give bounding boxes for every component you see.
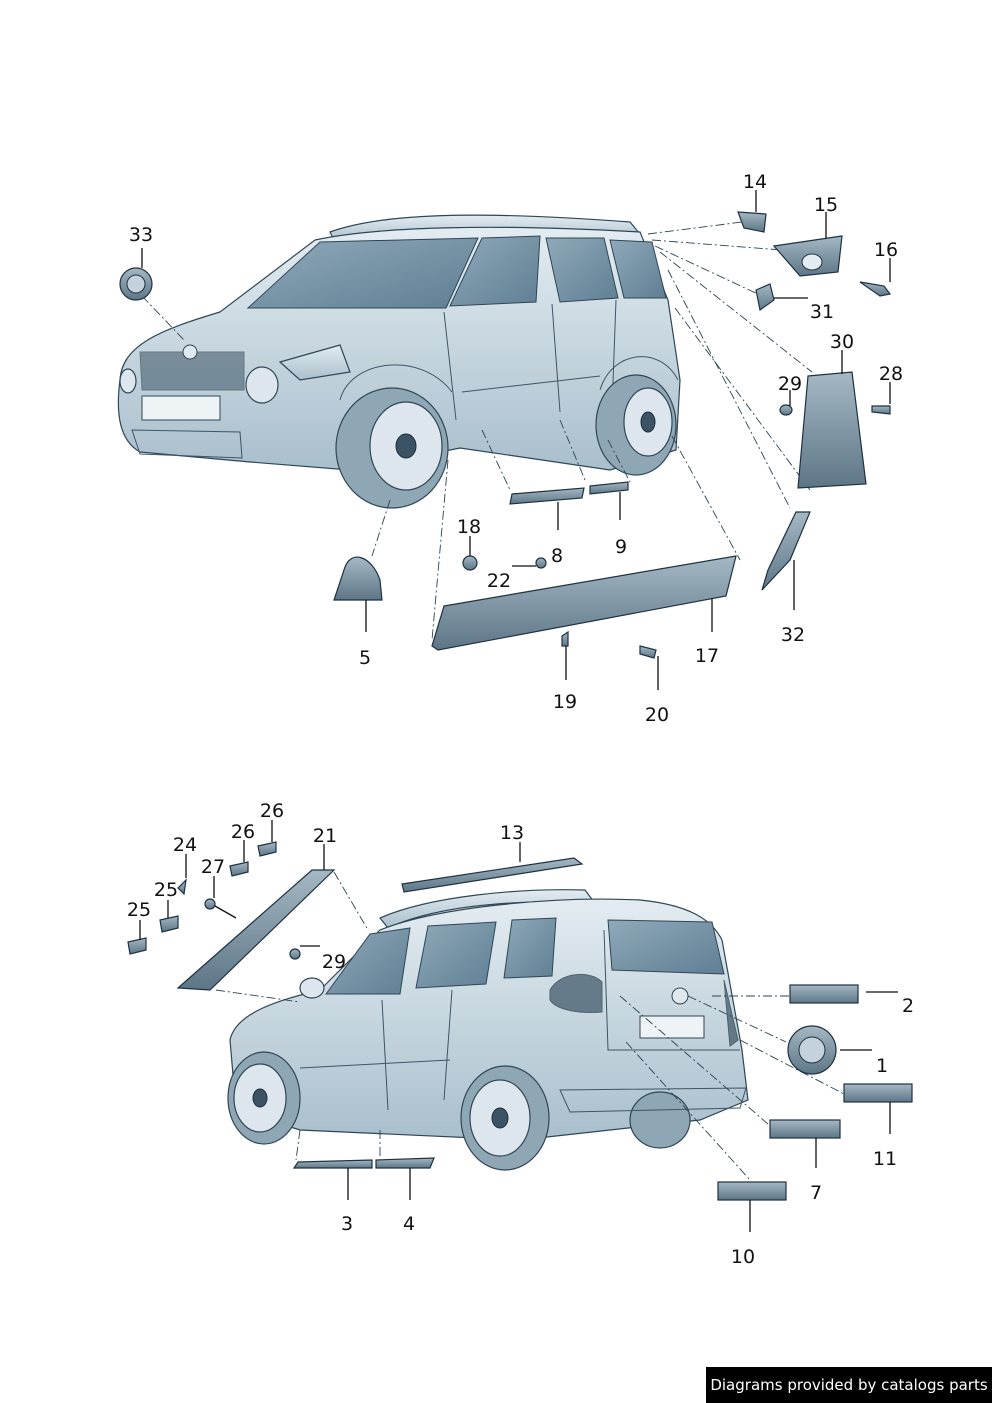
part-1-emblem [787, 1025, 837, 1075]
callout-30: 30 [830, 331, 854, 353]
part-18-clip [462, 555, 478, 571]
part-33-emblem [119, 267, 153, 301]
callout-16: 14 [743, 171, 767, 193]
callout-11: 11 [873, 1148, 897, 1170]
part-13-roof-trim [401, 857, 584, 893]
top-dash-leaders [141, 221, 813, 641]
part-32-bracket [761, 511, 811, 591]
callout-3: 3 [341, 1213, 353, 1235]
part-16-bracket [737, 211, 767, 233]
callout-9: 9 [615, 536, 627, 558]
callout-7: 7 [810, 1182, 822, 1204]
callout-leaders [139, 190, 898, 1232]
callout-21: 22 [487, 570, 511, 592]
callout-2: 2 [902, 995, 914, 1017]
part-26-clip-a [257, 841, 277, 857]
callout-15: 16 [874, 239, 898, 261]
callout-31: 31 [810, 301, 834, 323]
callout-numbers: 33 14 15 16 31 30 29 28 32 8 9 18 22 5 1… [127, 171, 914, 1268]
part-10-badge [717, 1181, 787, 1201]
part-31-clip [755, 283, 775, 312]
part-14-fog-light-cover [772, 235, 843, 277]
callout-32: 32 [781, 624, 805, 646]
callout-13: 13 [500, 822, 524, 844]
part-25-clip-b [127, 937, 147, 955]
callout-22: 21 [313, 825, 337, 847]
callout-19: 19 [553, 691, 577, 713]
callout-26-b: 26 [231, 821, 255, 843]
part-9-trim-strip [589, 481, 629, 495]
bottom-dash-leaders [215, 871, 845, 1181]
callout-14: 15 [814, 194, 838, 216]
callout-28: 28 [879, 363, 903, 385]
callout-29-bottom: 29 [322, 951, 346, 973]
part-5-flap [333, 556, 383, 601]
callout-4: 4 [403, 1213, 415, 1235]
part-26-clip-b [229, 861, 249, 877]
callout-25-b: 25 [127, 899, 151, 921]
callout-20: 20 [645, 704, 669, 726]
part-20-screw [639, 645, 657, 659]
part-2-badge [789, 984, 859, 1004]
part-19-clip [561, 630, 569, 647]
part-27-screw [204, 898, 237, 919]
callout-10: 10 [731, 1246, 755, 1268]
part-7-badge [769, 1119, 841, 1139]
part-29-clip-top [779, 404, 793, 416]
part-22-window-strip [176, 869, 336, 991]
callout-17: 17 [695, 645, 719, 667]
part-30-trim-panel [797, 371, 867, 489]
callout-33: 33 [129, 224, 153, 246]
callout-27: 27 [201, 856, 225, 878]
callout-8: 8 [551, 545, 563, 567]
part-29-clip-bottom [289, 948, 301, 960]
callout-26-a: 26 [260, 800, 284, 822]
rear-view-car [227, 889, 749, 1171]
callout-18: 18 [457, 516, 481, 538]
part-24-clip [177, 878, 187, 896]
part-28-screw [871, 405, 891, 415]
part-15-screw [859, 281, 892, 297]
part-21-clip [535, 557, 547, 569]
callout-24: 24 [173, 834, 197, 856]
callout-29-top: 29 [778, 373, 802, 395]
callout-1: 1 [876, 1055, 888, 1077]
part-8-trim-strip [509, 487, 585, 505]
callout-5: 5 [359, 647, 371, 669]
front-view-car [117, 214, 681, 509]
part-11-badge [843, 1083, 913, 1103]
credit-banner[interactable]: Diagrams provided by catalogs parts [706, 1367, 992, 1403]
callout-25-a: 25 [154, 879, 178, 901]
part-3-sill-strip [292, 1159, 373, 1169]
part-4-sill-strip [375, 1157, 435, 1169]
part-25-clip-a [159, 915, 179, 933]
part-17-side-moulding [431, 555, 737, 651]
